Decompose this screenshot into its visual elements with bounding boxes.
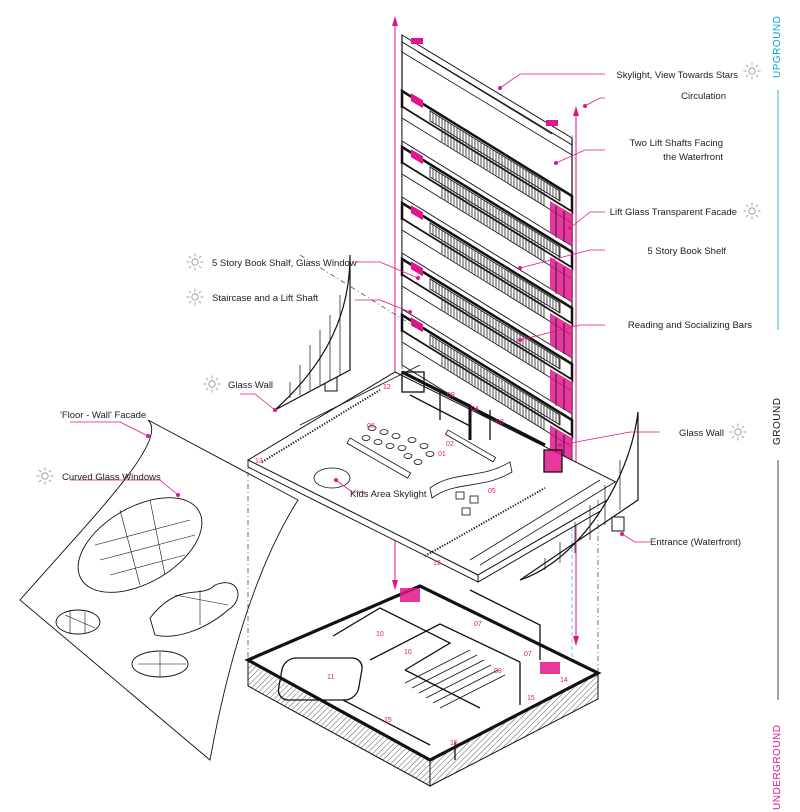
leader-lines: [70, 73, 660, 543]
book-shelf-label: 5 Story Book Shelf: [647, 246, 726, 257]
room-03: 03: [496, 419, 504, 426]
glass-wall-right-label: Glass Wall: [679, 428, 724, 439]
circulation-label: Circulation: [681, 91, 726, 102]
staircase-label: Staircase and a Lift Shaft: [212, 293, 319, 304]
kids-skylight-label: Kids Area Skylight: [350, 489, 427, 500]
entrance-label: Entrance (Waterfront): [650, 537, 741, 548]
room-01: 01: [438, 451, 446, 458]
room-08: 08: [494, 668, 502, 675]
room-07a: 07: [474, 621, 482, 628]
book-shelf-glass-label: 5 Story Book Shalf, Glass Window: [212, 258, 357, 269]
ground-slab: [246, 364, 630, 583]
sun-icon: [36, 467, 54, 485]
sun-icon: [203, 375, 221, 393]
underground-level: [244, 584, 602, 787]
glass-wall-left-label: Glass Wall: [228, 380, 273, 391]
tower: [400, 34, 574, 472]
sun-icon: [729, 423, 747, 441]
room-15c: 15: [450, 740, 458, 747]
curved-windows-label: Curved Glass Windows: [62, 472, 161, 483]
room-09: 09: [447, 392, 455, 399]
floor-wall-facade: [19, 419, 299, 761]
room-10b: 10: [404, 649, 412, 656]
room-14: 14: [560, 677, 568, 684]
glass-wall-left: [274, 254, 351, 411]
room-06: 06: [367, 423, 375, 430]
room-11: 11: [327, 674, 334, 681]
reading-bars-label: Reading and Socializing Bars: [628, 320, 752, 331]
room-05: 05: [488, 488, 496, 495]
underground-label: UNDERGROUND: [772, 725, 783, 811]
upground-label: UPGROUND: [772, 16, 783, 78]
sun-icon: [743, 62, 761, 80]
glass-wall-right: [519, 411, 639, 581]
room-10a: 10: [376, 631, 384, 638]
room-numbers: 01 02 03 04 05 06 07 07 08 09 10 10 11 1…: [255, 384, 568, 747]
skylight-label: Skylight, View Towards Stars: [616, 70, 738, 81]
projection-lines: [247, 254, 599, 673]
lift-shafts-label-line1: Two Lift Shafts Facing: [630, 138, 723, 149]
room-04: 04: [471, 406, 479, 413]
annotation-labels: Skylight, View Towards Stars Circulation…: [36, 62, 761, 548]
floor-wall-label: 'Floor - Wall' Facade: [60, 410, 146, 421]
room-12b: 12: [433, 560, 441, 567]
room-15a: 15: [527, 695, 535, 702]
sun-icon: [186, 288, 204, 306]
lift-shafts-label-line2: the Waterfront: [663, 152, 723, 163]
sun-icon: [743, 202, 761, 220]
sun-icon: [186, 253, 204, 271]
room-02: 02: [446, 441, 454, 448]
room-13: 13: [255, 458, 263, 465]
room-07b: 07: [524, 651, 532, 658]
lift-glass-label: Lift Glass Transparent Facade: [610, 207, 737, 218]
room-12a: 12: [383, 384, 391, 391]
ground-label: GROUND: [772, 398, 783, 445]
room-15b: 15: [384, 717, 392, 724]
